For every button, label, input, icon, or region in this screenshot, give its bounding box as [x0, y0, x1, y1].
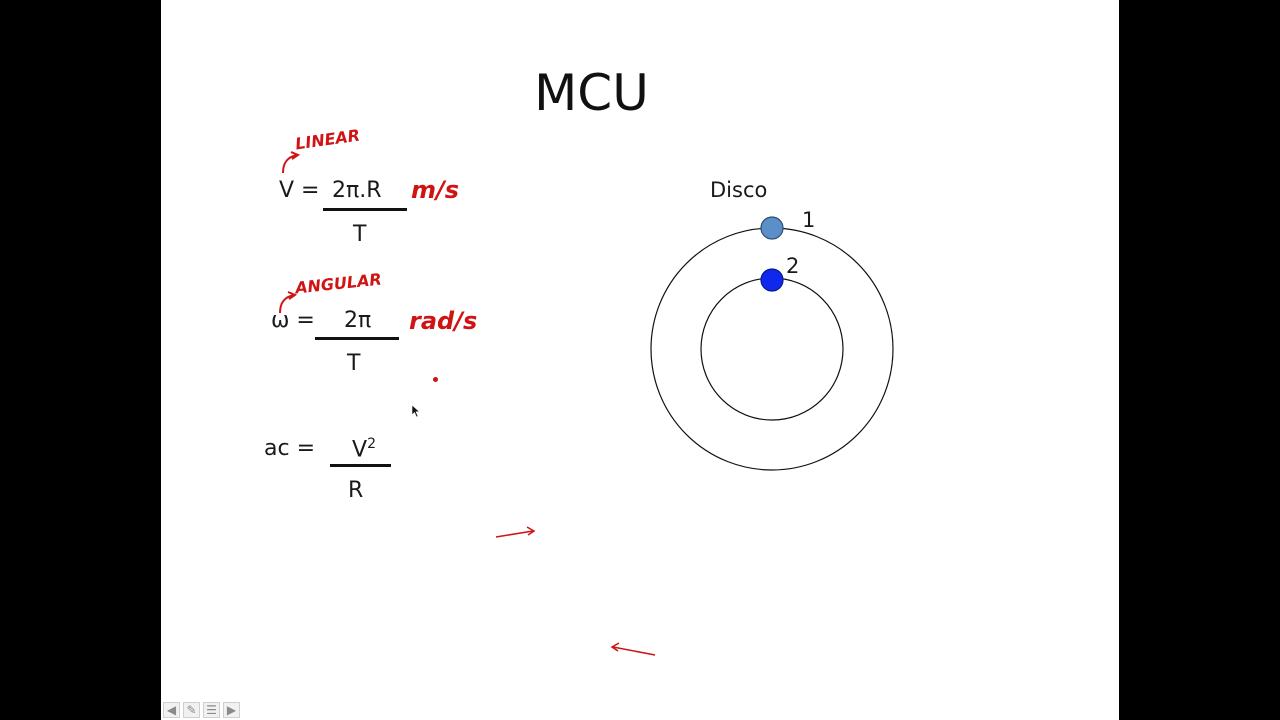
point-2-label: 2 — [786, 254, 800, 278]
angular-unit: rad/s — [409, 307, 478, 335]
centripetal-numerator-base: V — [352, 437, 368, 463]
velocity-numerator: 2π.R — [332, 178, 382, 203]
velocity-fraction-bar — [323, 208, 407, 211]
linear-annotation: LINEAR — [293, 125, 362, 154]
menu-icon[interactable]: ☰ — [203, 702, 220, 718]
centripetal-numerator: V2 — [352, 436, 376, 462]
page-title: MCU — [534, 64, 649, 122]
velocity-denominator: T — [353, 222, 367, 247]
outer-circle — [650, 227, 894, 471]
angular-annotation: ANGULAR — [294, 269, 383, 298]
ink-arrow-left — [610, 642, 656, 656]
point-2 — [760, 268, 784, 292]
point-1 — [760, 216, 784, 240]
centripetal-denominator: R — [348, 478, 364, 503]
angular-fraction-bar — [315, 337, 399, 340]
pen-icon[interactable]: ✎ — [183, 702, 200, 718]
velocity-lhs: V = — [279, 178, 320, 203]
disc-diagram — [650, 216, 894, 471]
centripetal-numerator-exponent: 2 — [367, 436, 376, 452]
centripetal-lhs: ac = — [264, 436, 316, 461]
ink-dot — [433, 377, 438, 382]
slide: MCU LINEAR V = 2π.R T m/s ANGULAR ω = 2π… — [161, 0, 1119, 720]
point-1-label: 1 — [802, 208, 816, 232]
mouse-pointer-icon — [411, 404, 421, 418]
slideshow-controls: ◀ ✎ ☰ ▶ — [163, 702, 240, 718]
centripetal-fraction-bar — [330, 464, 391, 467]
angular-denominator: T — [347, 351, 361, 376]
angular-annotation-arrow — [279, 291, 298, 314]
ink-arrow-right — [495, 526, 536, 538]
arrow-right-icon[interactable]: ▶ — [223, 702, 240, 718]
disc-label: Disco — [710, 178, 768, 202]
inner-circle — [700, 277, 844, 421]
velocity-unit: m/s — [411, 176, 460, 204]
angular-lhs: ω = — [271, 308, 315, 333]
angular-numerator: 2π — [344, 308, 372, 333]
linear-annotation-arrow — [282, 151, 301, 174]
arrow-left-icon[interactable]: ◀ — [163, 702, 180, 718]
